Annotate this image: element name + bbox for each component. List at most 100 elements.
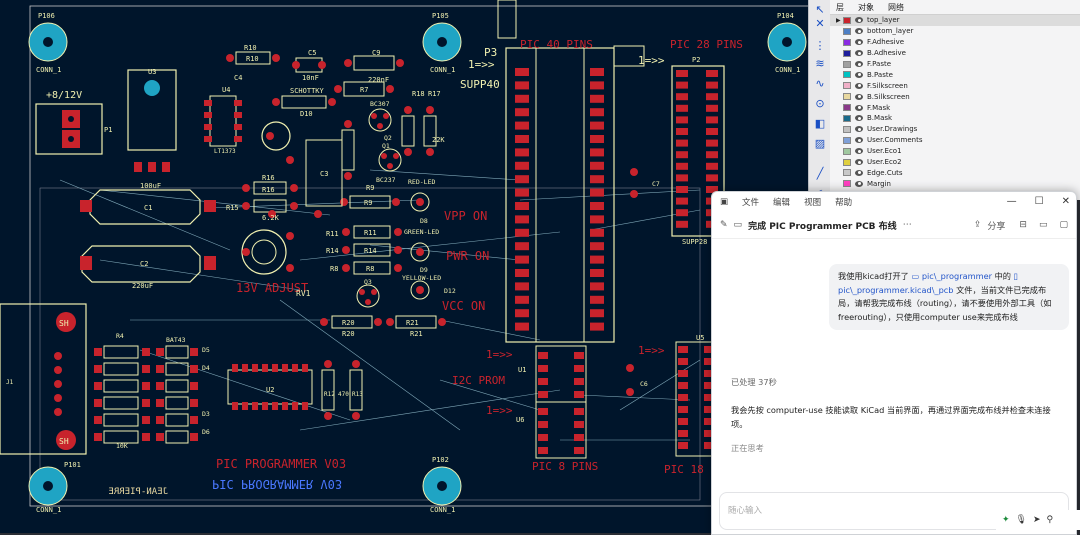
pic40-pad[interactable] [590, 255, 604, 264]
socket-pad[interactable] [678, 430, 688, 437]
pic28-pad[interactable] [706, 128, 718, 135]
pic40-pad[interactable] [590, 322, 604, 331]
layer-color-swatch[interactable] [843, 93, 851, 101]
socket-pad[interactable] [704, 358, 714, 365]
pic40-pad[interactable] [515, 94, 529, 103]
mic-icon[interactable]: 🎙 [1015, 515, 1027, 525]
more-icon[interactable]: ⋯ [902, 220, 912, 230]
pic40-pad[interactable] [590, 282, 604, 291]
pic40-pad[interactable] [590, 68, 604, 76]
socket-pad[interactable] [678, 418, 688, 425]
socket-pad[interactable] [538, 378, 548, 385]
layer-row[interactable]: B.Silkscreen [830, 91, 1080, 102]
pcb-canvas[interactable]: P106 P105 P104 CONN_1 CONN_1 CONN_1 P101… [0, 0, 810, 533]
pic28-pad[interactable] [676, 209, 688, 217]
socket-pad[interactable] [704, 346, 714, 353]
pic40-pad[interactable] [515, 322, 529, 331]
bank-diode[interactable] [165, 413, 189, 427]
visibility-eye-icon[interactable] [855, 93, 863, 100]
pic40-pad[interactable] [515, 295, 529, 304]
socket-pad[interactable] [574, 365, 584, 372]
u2-pad[interactable] [252, 364, 258, 372]
pic40-pad[interactable] [590, 228, 604, 237]
visibility-eye-icon[interactable] [855, 137, 863, 144]
socket-pad[interactable] [538, 447, 548, 454]
socket-pad[interactable] [678, 406, 688, 413]
pcb-board-svg[interactable]: P106 P105 P104 CONN_1 CONN_1 CONN_1 P101… [0, 0, 810, 533]
pic40-pad[interactable] [515, 255, 529, 264]
bank-pad[interactable] [190, 433, 198, 441]
socket-pad[interactable] [704, 442, 714, 449]
capacitor-c3[interactable] [261, 121, 343, 207]
layer-color-swatch[interactable] [843, 82, 851, 90]
bank-pad[interactable] [142, 416, 150, 424]
socket-pad[interactable] [678, 442, 688, 449]
pic40-pad[interactable] [590, 135, 604, 143]
panel-icon[interactable]: ⊟ [1019, 220, 1027, 230]
socket-pad[interactable] [678, 382, 688, 389]
bank-pad[interactable] [156, 365, 164, 373]
layer-row[interactable]: F.Paste [830, 59, 1080, 70]
pic28-pad[interactable] [706, 151, 718, 159]
bank-resistor[interactable] [103, 345, 139, 359]
u2-pad[interactable] [242, 402, 248, 410]
socket-pad[interactable] [538, 421, 548, 428]
pin-icon[interactable]: ⚲ [1046, 515, 1054, 525]
layer-row[interactable]: User.Comments [830, 135, 1080, 146]
socket-pad[interactable] [678, 346, 688, 353]
socket-pad[interactable] [538, 391, 548, 398]
resistors-r12-r13[interactable] [321, 360, 363, 420]
rule-area-icon[interactable]: ▨ [814, 137, 826, 150]
visibility-eye-icon[interactable] [855, 148, 863, 155]
bank-pad[interactable] [94, 365, 102, 373]
layer-row[interactable]: B.Mask [830, 113, 1080, 124]
menu-view[interactable]: 视图 [804, 198, 822, 208]
socket-pad[interactable] [704, 370, 714, 377]
pic28-pad[interactable] [676, 139, 688, 147]
visibility-eye-icon[interactable] [855, 71, 863, 78]
bank-diode[interactable] [165, 362, 189, 376]
window-icon[interactable]: ▭ [1038, 220, 1048, 230]
u2-pad[interactable] [302, 402, 308, 410]
j1-pad[interactable] [54, 394, 62, 402]
select-tool-icon[interactable]: ↖ [815, 3, 825, 16]
pic28-pad[interactable] [706, 81, 718, 89]
share-button[interactable]: 分享 [987, 221, 1006, 232]
bank-pad[interactable] [156, 348, 164, 356]
layer-color-swatch[interactable] [843, 114, 851, 122]
socket-pad[interactable] [574, 447, 584, 454]
j1-pad[interactable] [54, 380, 62, 388]
socket-pad[interactable] [704, 430, 714, 437]
layer-color-swatch[interactable] [843, 27, 851, 35]
socket-pad[interactable] [574, 408, 584, 415]
socket-pad[interactable] [574, 391, 584, 398]
u2-pad[interactable] [242, 364, 248, 372]
bank-diode[interactable] [165, 396, 189, 410]
bank-pad[interactable] [142, 348, 150, 356]
layer-row[interactable]: B.Paste [830, 69, 1080, 80]
pic40-pad[interactable] [590, 148, 604, 157]
pic28-pad[interactable] [706, 70, 718, 77]
pic40-pad[interactable] [590, 188, 604, 197]
minimize-icon[interactable]: — [1006, 196, 1017, 207]
u2-pad[interactable] [292, 402, 298, 410]
ic-u2[interactable] [227, 369, 313, 405]
tab-layers[interactable]: 层 [836, 2, 844, 12]
layer-color-swatch[interactable] [843, 49, 851, 57]
bank-pad[interactable] [94, 416, 102, 424]
tune-length-icon[interactable]: ∿ [815, 77, 825, 90]
layer-color-swatch[interactable] [843, 169, 851, 177]
bank-resistor[interactable] [103, 413, 139, 427]
socket-pad[interactable] [574, 434, 584, 441]
socket-pad[interactable] [574, 378, 584, 385]
menu-edit[interactable]: 编辑 [773, 198, 791, 208]
share-icon[interactable]: ⇪ [973, 220, 982, 230]
socket-pad[interactable] [574, 421, 584, 428]
pic28-pad[interactable] [676, 151, 688, 159]
bank-pad[interactable] [142, 399, 150, 407]
pic28-pad[interactable] [676, 197, 688, 205]
bank-pad[interactable] [156, 382, 164, 390]
close-icon[interactable]: ✕ [1061, 196, 1070, 207]
visibility-eye-icon[interactable] [855, 17, 863, 24]
pic40-pad[interactable] [590, 202, 604, 210]
